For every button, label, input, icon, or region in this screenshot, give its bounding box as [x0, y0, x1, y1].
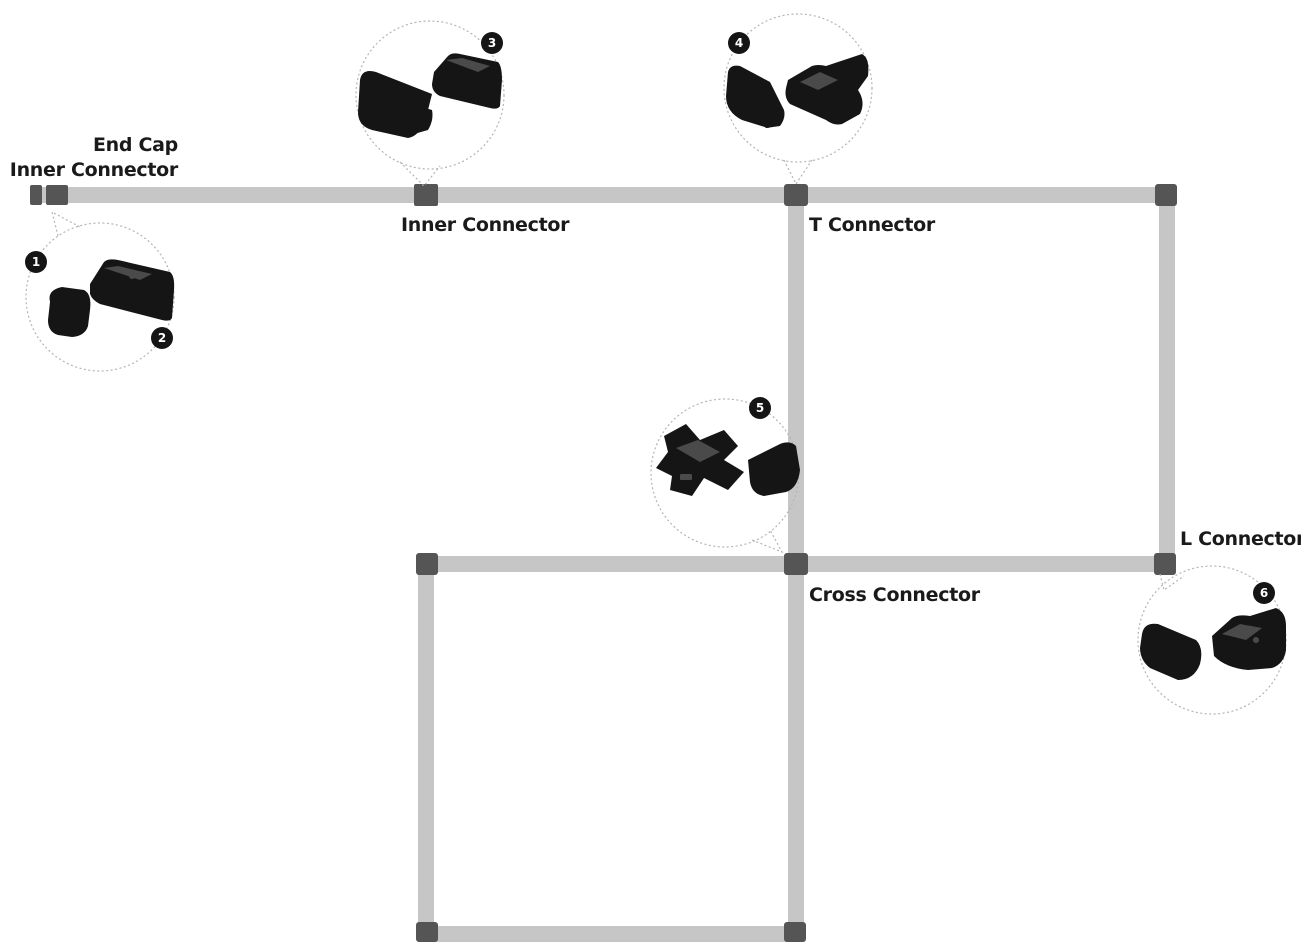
track-rails: [30, 187, 1175, 942]
callout-number: 1: [32, 255, 40, 269]
callout-number-badge: 4: [728, 32, 750, 54]
t-connector-block: [784, 184, 808, 206]
cross-connector-block: [784, 553, 808, 575]
inner-connector-label-top: Inner Connector: [401, 214, 569, 236]
callout-number: 2: [158, 331, 166, 345]
cross-connector-label: Cross Connector: [809, 584, 980, 606]
inner-connector-label-left: Inner Connector: [10, 159, 178, 181]
l-connector-block-top: [1155, 184, 1177, 206]
callout-pointer: [784, 160, 812, 184]
callout-t-connector: 4: [724, 14, 872, 184]
end-cap-photo: [48, 287, 90, 337]
l-connector-block-middle: [1154, 553, 1176, 575]
callout-inner-connector: 3: [356, 21, 504, 186]
callout-number-badge: 5: [749, 397, 771, 419]
l-connector-arm-photo: [1140, 624, 1201, 680]
cross-connector-photo: [656, 424, 800, 496]
callout-number: 5: [756, 401, 764, 415]
rail-right-vertical: [1159, 187, 1175, 572]
callout-number-badge: 6: [1253, 582, 1275, 604]
t-connector-photo: [786, 54, 869, 125]
callout-number: 3: [488, 36, 496, 50]
callout-number-badge: 2: [151, 327, 173, 349]
rail-left-vertical: [418, 556, 434, 942]
callout-cross-connector: 5: [651, 397, 800, 552]
callout-pointer: [1160, 574, 1184, 590]
callout-pointer: [52, 212, 80, 236]
l-connector-label: L Connector: [1180, 528, 1301, 550]
inner-connector-block-top: [414, 184, 438, 206]
callout-pointer: [752, 530, 782, 552]
callout-number: 4: [735, 36, 743, 50]
l-connector-photo: [1212, 608, 1286, 670]
rail-bottom: [418, 926, 804, 942]
rail-top: [30, 187, 1175, 203]
t-connector-label: T Connector: [809, 214, 935, 236]
callout-number-badge: 1: [25, 251, 47, 273]
callout-end-cap: 1 2: [25, 212, 174, 371]
inner-connector-block-left: [46, 185, 68, 205]
l-connector-block-middle-left: [416, 553, 438, 575]
inner-connector-photo-1: [90, 259, 174, 320]
l-connector-block-bottom-left: [416, 922, 438, 942]
t-connector-arm-photo: [726, 66, 785, 128]
end-cap-label: End Cap: [93, 134, 178, 156]
l-connector-block-bottom-right: [784, 922, 806, 942]
callout-l-connector: 6: [1138, 566, 1286, 714]
end-cap-block: [30, 185, 42, 205]
callout-number-badge: 3: [481, 32, 503, 54]
callout-number: 6: [1260, 586, 1268, 600]
